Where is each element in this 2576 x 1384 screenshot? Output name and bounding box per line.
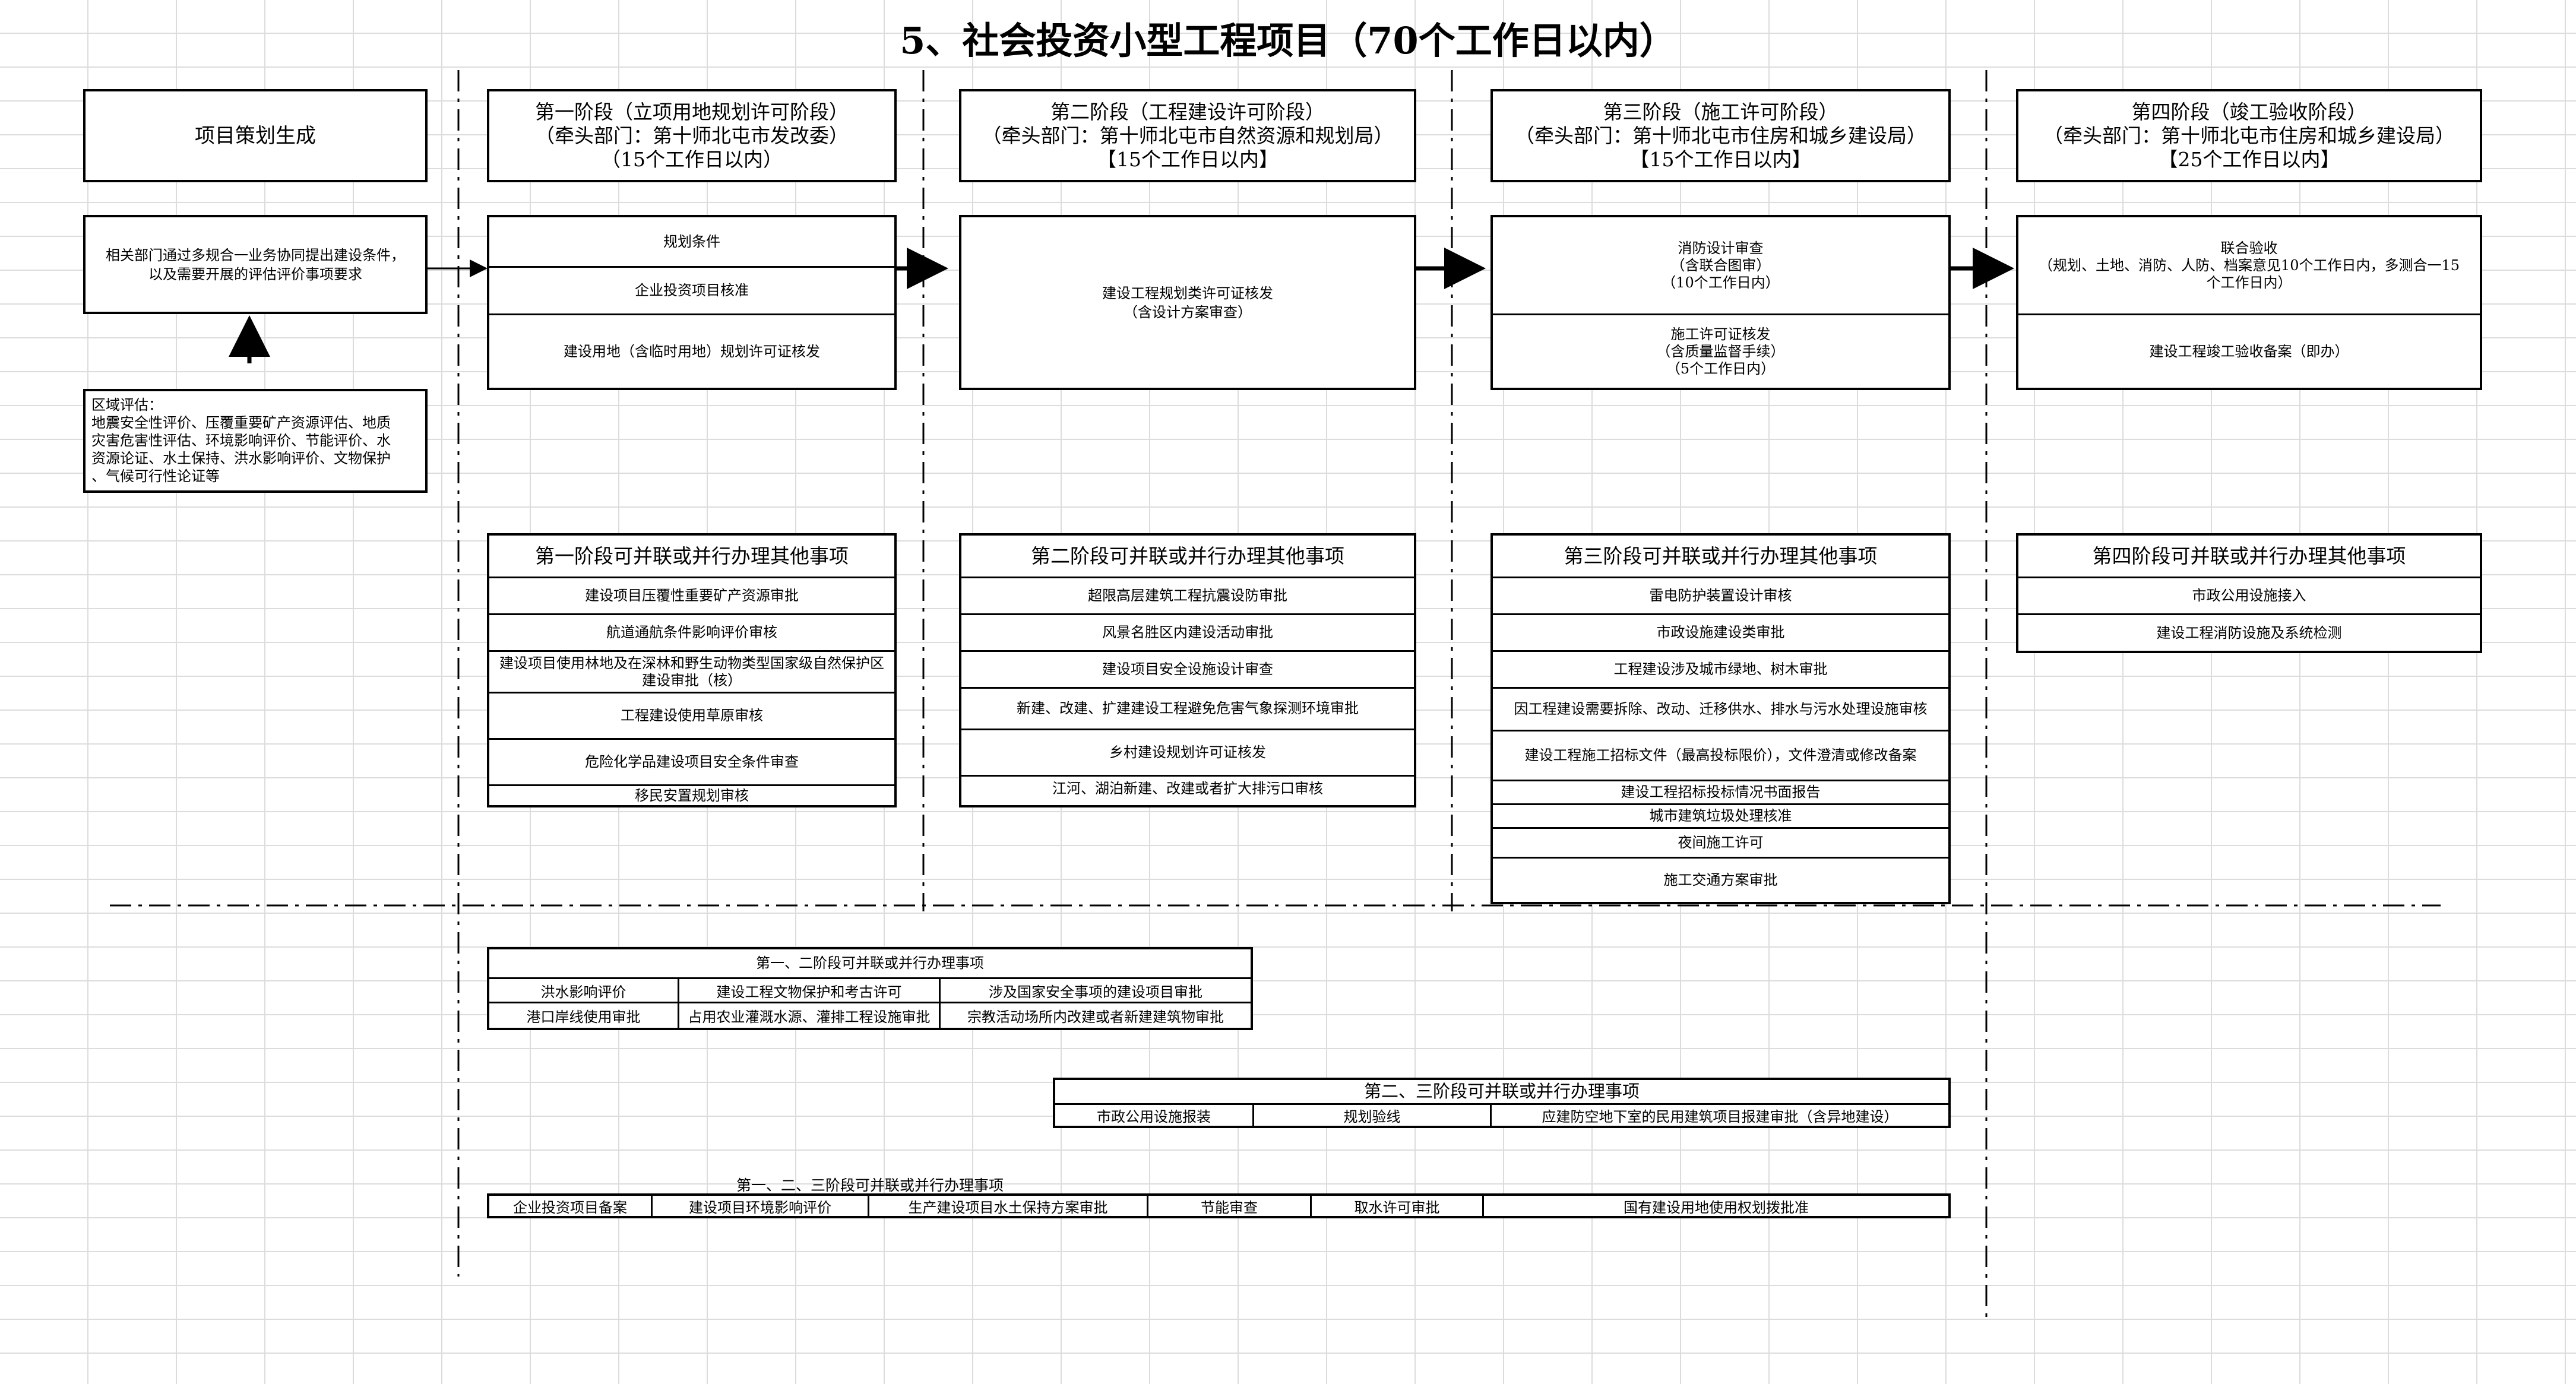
list-item: 江河、湖泊新建、改建或者扩大排污口审核	[1052, 780, 1323, 797]
list-item: 建设工程消防设施及系统检测	[2156, 624, 2342, 641]
table-cell: 节能审查	[1148, 1196, 1312, 1217]
table-cell: 洪水影响评价	[489, 979, 679, 1003]
list-item: 风景名胜区内建设活动审批	[961, 615, 1414, 652]
page-title: 5、社会投资小型工程项目（70个工作日以内）	[900, 19, 1676, 62]
joint-acceptance: 联合验收 （规划、土地、消防、人防、档案意见10个工作日内，多测合一15 个工作…	[2018, 217, 2480, 315]
list-item: 航道通航条件影响评价审核	[489, 615, 894, 652]
stage1-parallel-header: 第一阶段可并联或并行办理其他事项	[489, 536, 894, 578]
table-cell: 应建防空地下室的民用建筑项目报建审批（含异地建设）	[1542, 1109, 1898, 1125]
completion-filing: 建设工程竣工验收备案（即办）	[2149, 343, 2349, 360]
table-cell: 建设工程文物保护和考古许可	[679, 979, 941, 1003]
table-cell: 涉及国家安全事项的建设项目审批	[941, 979, 1251, 1003]
list-item: 城市建筑垃圾处理核准	[1493, 805, 1948, 829]
stage1-process-box: 规划条件 企业投资项目核准 建设用地（含临时用地）规划许可证核发	[487, 215, 897, 390]
list-item: 建设项目安全设施设计审查	[961, 652, 1414, 689]
stage1-header: 第一阶段（立项用地规划许可阶段） （牵头部门：第十师北屯市发改委） （15个工作…	[487, 89, 897, 182]
list-item: 建设项目压覆性重要矿产资源审批	[489, 578, 894, 615]
table-cell: 占用农业灌溉水源、灌排工程设施审批	[679, 1003, 941, 1028]
stage3-parallel-header: 第三阶段可并联或并行办理其他事项	[1493, 536, 1948, 578]
stages-1-2-header: 第一、二阶段可并联或并行办理事项	[489, 949, 1251, 979]
construction-permit: 施工许可证核发 （含质量监督手续） （5个工作日内）	[1656, 325, 1785, 377]
stage1-parallel-box: 第一阶段可并联或并行办理其他事项 建设项目压覆性重要矿产资源审批 航道通航条件影…	[487, 533, 897, 807]
stage4-process-box: 联合验收 （规划、土地、消防、人防、档案意见10个工作日内，多测合一15 个工作…	[2016, 215, 2482, 390]
table-cell: 建设项目环境影响评价	[653, 1196, 869, 1217]
stages-1-2-3-header: 第一、二、三阶段可并联或并行办理事项	[736, 1177, 1004, 1194]
list-item: 建设项目使用林地及在深林和野生动物类型国家级自然保护区建设审批（核）	[489, 652, 894, 693]
list-item: 雷电防护装置设计审核	[1493, 578, 1948, 615]
stages-2-3-header: 第二、三阶段可并联或并行办理事项	[1055, 1080, 1948, 1105]
list-item: 夜间施工许可	[1493, 829, 1948, 859]
stages-2-3-table: 第二、三阶段可并联或并行办理事项 市政公用设施报装 规划验线 应建防空地下室的民…	[1053, 1078, 1951, 1128]
stage2-parallel-box: 第二阶段可并联或并行办理其他事项 超限高层建筑工程抗震设防审批 风景名胜区内建设…	[959, 533, 1416, 807]
stage2-parallel-header: 第二阶段可并联或并行办理其他事项	[961, 536, 1414, 578]
table-cell: 生产建设项目水土保持方案审批	[869, 1196, 1148, 1217]
list-item: 乡村建设规划许可证核发	[961, 730, 1414, 777]
stage3-header: 第三阶段（施工许可阶段） （牵头部门：第十师北屯市住房和城乡建设局） 【15个工…	[1490, 89, 1951, 182]
stage2-process-box: 建设工程规划类许可证核发 （含设计方案审查）	[959, 215, 1416, 390]
list-item: 超限高层建筑工程抗震设防审批	[961, 578, 1414, 615]
stages-1-2-3-table: 企业投资项目备案 建设项目环境影响评价 生产建设项目水土保持方案审批 节能审查 …	[487, 1193, 1951, 1218]
stage4-header: 第四阶段（竣工验收阶段） （牵头部门：第十师北屯市住房和城乡建设局） 【25个工…	[2016, 89, 2482, 182]
table-cell: 国有建设用地使用权划拨批准	[1624, 1199, 1809, 1216]
table-cell: 规划验线	[1254, 1105, 1492, 1126]
list-item: 工程建设涉及城市绿地、树木审批	[1493, 652, 1948, 689]
fire-design-review: 消防设计审查 （含联合图审） （10个工作日内）	[1493, 217, 1948, 315]
project-planning-header: 项目策划生成	[83, 89, 428, 182]
table-cell: 取水许可审批	[1312, 1196, 1484, 1217]
planning-conditions: 规划条件	[489, 217, 894, 268]
list-item: 市政公用设施接入	[2018, 578, 2480, 615]
stage3-process-box: 消防设计审查 （含联合图审） （10个工作日内） 施工许可证核发 （含质量监督手…	[1490, 215, 1951, 390]
list-item: 工程建设使用草原审核	[489, 693, 894, 740]
table-cell: 港口岸线使用审批	[489, 1003, 679, 1028]
table-cell: 企业投资项目备案	[489, 1196, 653, 1217]
stage4-parallel-header: 第四阶段可并联或并行办理其他事项	[2018, 536, 2480, 578]
land-planning-permit: 建设用地（含临时用地）规划许可证核发	[564, 343, 820, 360]
list-item: 建设工程招标投标情况书面报告	[1493, 781, 1948, 805]
list-item: 危险化学品建设项目安全条件审查	[489, 740, 894, 786]
list-item: 新建、改建、扩建建设工程避免危害气象探测环境审批	[961, 689, 1414, 730]
investment-approval: 企业投资项目核准	[489, 268, 894, 315]
list-item: 施工交通方案审批	[1663, 872, 1778, 888]
list-item: 建设工程施工招标文件（最高投标限价），文件澄清或修改备案	[1493, 731, 1948, 781]
list-item: 移民安置规划审核	[635, 787, 749, 804]
stage3-parallel-box: 第三阶段可并联或并行办理其他事项 雷电防护装置设计审核 市政设施建设类审批 工程…	[1490, 533, 1951, 904]
table-cell: 市政公用设施报装	[1055, 1105, 1254, 1126]
regional-evaluation-box: 区域评估： 地震安全性评价、压覆重要矿产资源评估、地质 灾害危害性评估、环境影响…	[83, 389, 428, 493]
project-conditions-box: 相关部门通过多规合一业务协同提出建设条件， 以及需要开展的评估评价事项要求	[83, 215, 428, 314]
stage4-parallel-box: 第四阶段可并联或并行办理其他事项 市政公用设施接入 建设工程消防设施及系统检测	[2016, 533, 2482, 653]
list-item: 市政设施建设类审批	[1493, 615, 1948, 652]
stages-1-2-table: 第一、二阶段可并联或并行办理事项 洪水影响评价 建设工程文物保护和考古许可 涉及…	[487, 947, 1253, 1030]
table-cell: 宗教活动场所内改建或者新建建筑物审批	[967, 1009, 1224, 1025]
list-item: 因工程建设需要拆除、改动、迁移供水、排水与污水处理设施审核	[1493, 689, 1948, 731]
stage2-header: 第二阶段（工程建设许可阶段） （牵头部门：第十师北屯市自然资源和规划局） 【15…	[959, 89, 1416, 182]
